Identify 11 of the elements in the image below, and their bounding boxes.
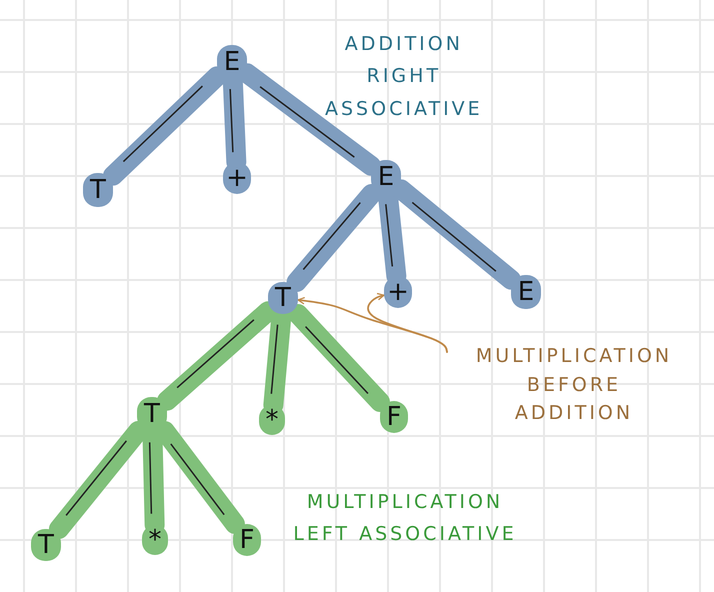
- annotation-text: MULTIPLICATION BEFORE ADDITION: [449, 335, 699, 435]
- tree-node: T: [83, 173, 113, 207]
- tree-node: F: [380, 401, 408, 433]
- annotation-text: MULTIPLICATION LEFT ASSOCIATIVE: [292, 490, 518, 548]
- annotation-text: ADDITION RIGHT ASSOCIATIVE: [324, 32, 483, 122]
- tree-node: *: [259, 405, 285, 435]
- tree-node: +: [384, 276, 412, 308]
- tree-node: F: [233, 524, 261, 556]
- tree-node: E: [511, 275, 541, 309]
- tree-node: T: [31, 529, 61, 561]
- tree-node: +: [223, 162, 251, 194]
